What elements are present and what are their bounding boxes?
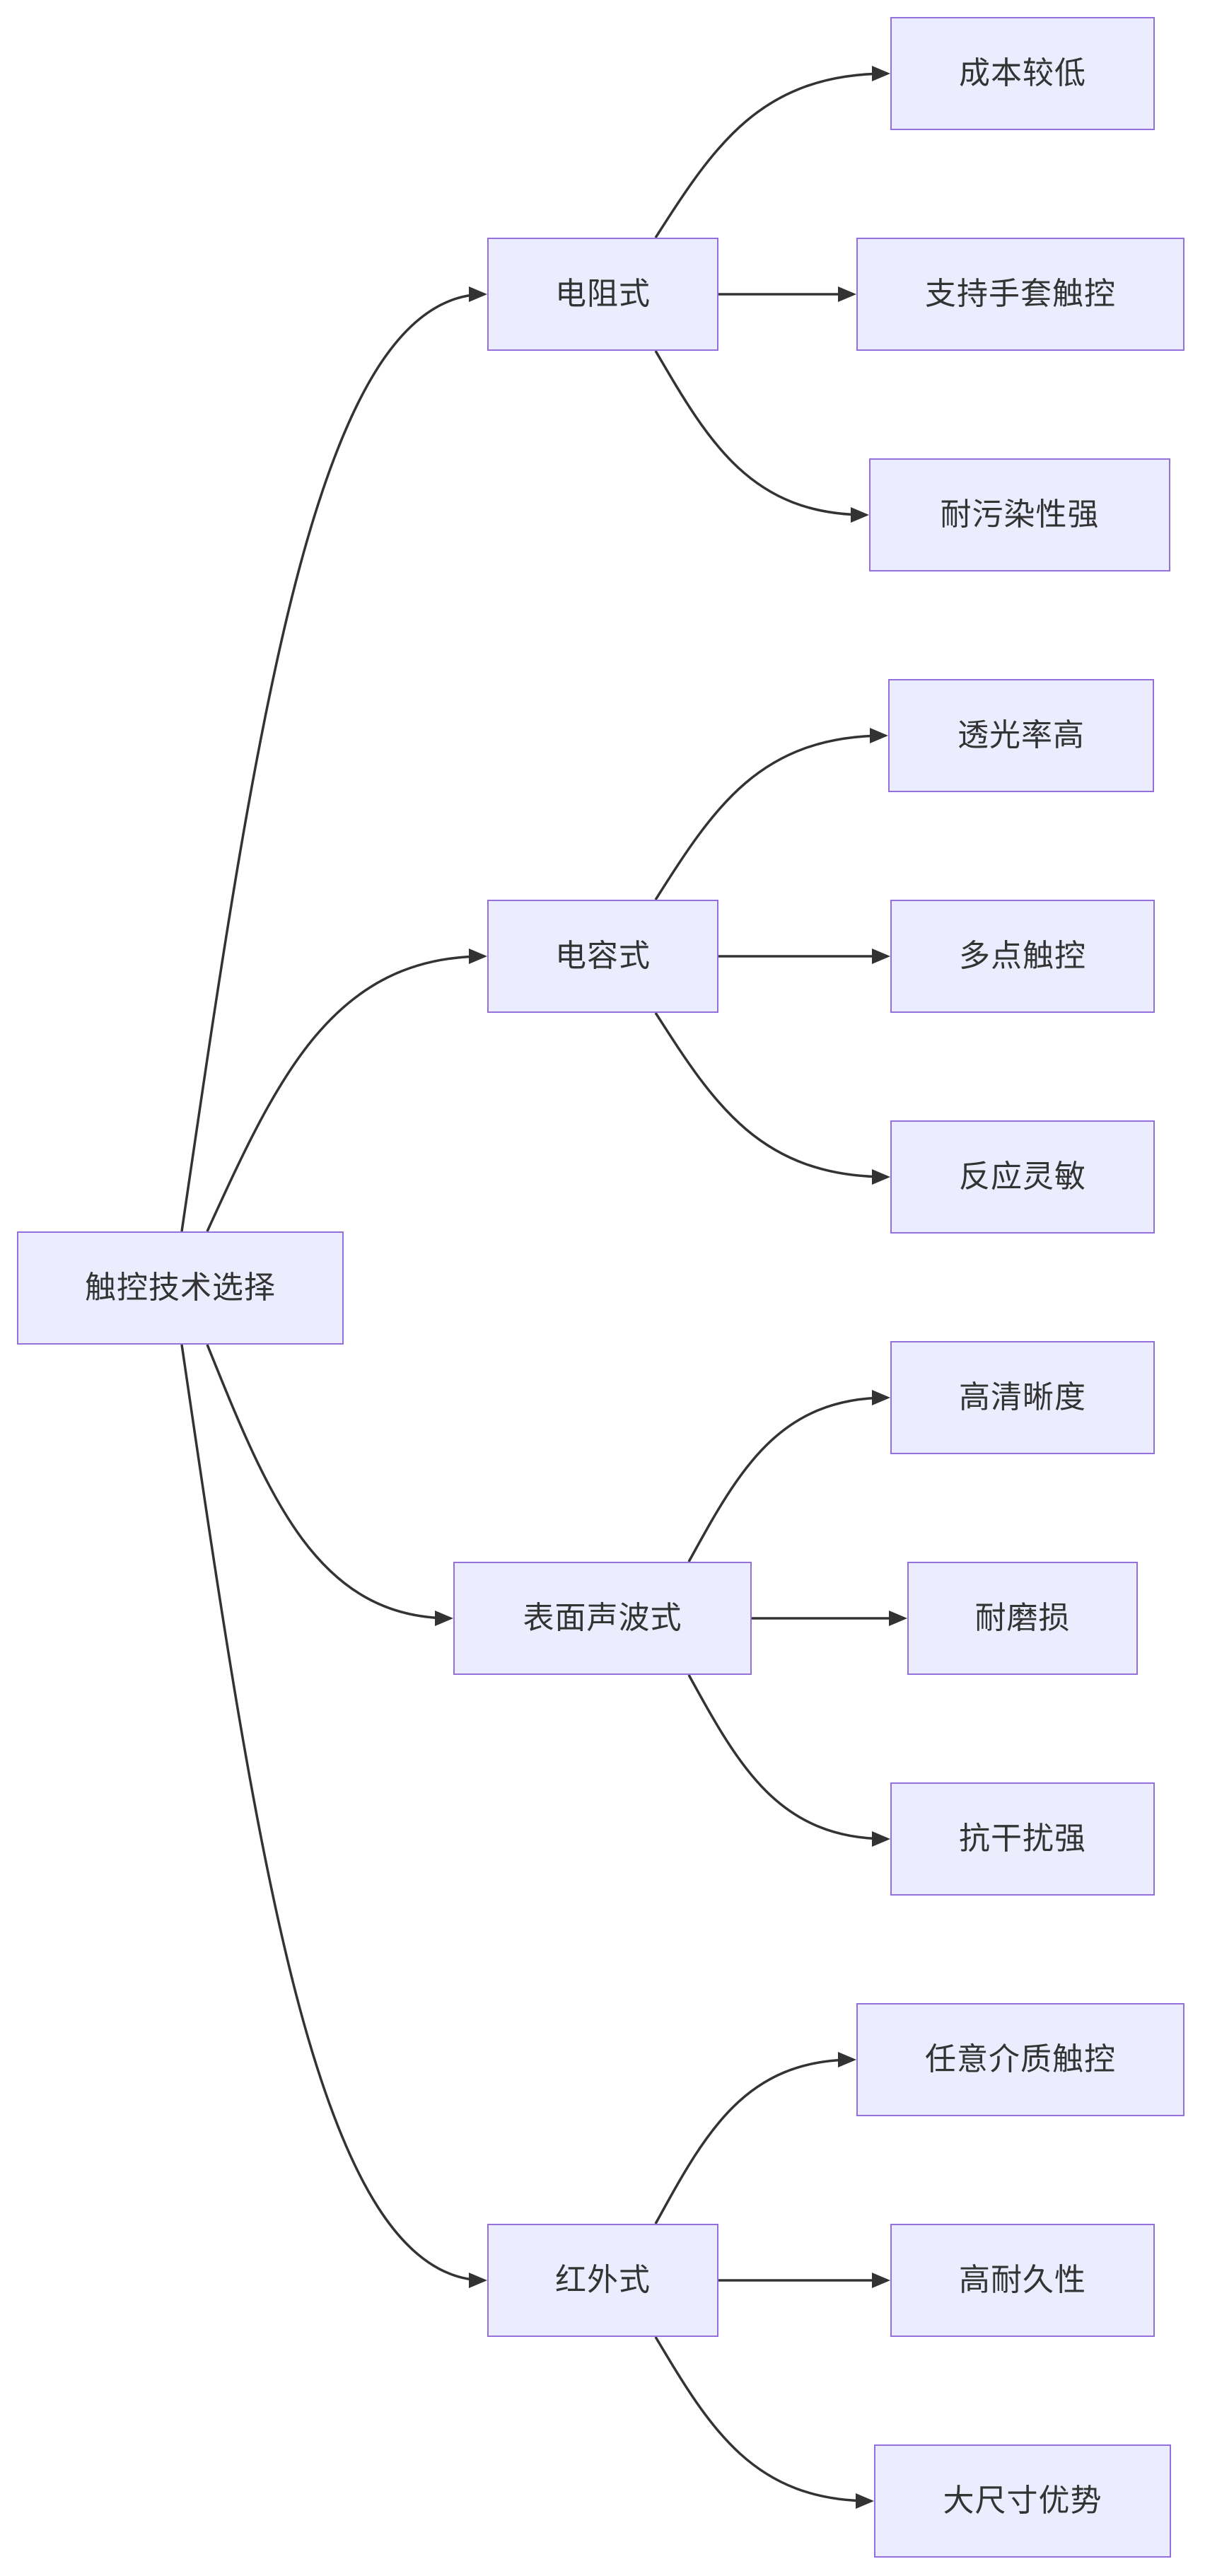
node-glove-touch-label: 支持手套触控 <box>925 276 1116 311</box>
edge-infrared-any_medium_touch <box>654 2052 856 2224</box>
node-infrared-label: 红外式 <box>555 2262 651 2297</box>
edge-saw-anti_interference <box>687 1674 890 1847</box>
edge-root-resistive <box>180 286 487 1232</box>
node-surface-acoustic-wave-label: 表面声波式 <box>523 1600 682 1635</box>
edge-infrared-large_size_advantage <box>654 2336 874 2509</box>
node-wear-resistant: 耐磨损 <box>907 1562 1138 1675</box>
node-high-durability: 高耐久性 <box>890 2224 1155 2337</box>
node-cost-low-label: 成本较低 <box>959 55 1086 91</box>
node-high-transmittance-label: 透光率高 <box>957 717 1085 753</box>
node-fast-response-label: 反应灵敏 <box>959 1159 1086 1194</box>
node-root-label: 触控技术选择 <box>85 1270 276 1305</box>
node-any-medium-touch: 任意介质触控 <box>856 2003 1184 2116</box>
edge-capacitive-high_transmittance <box>654 728 888 900</box>
node-stain-resistant: 耐污染性强 <box>869 458 1170 572</box>
node-fast-response: 反应灵敏 <box>890 1120 1155 1234</box>
edge-capacitive-fast_response <box>654 1012 890 1185</box>
edge-root-capacitive <box>206 948 487 1232</box>
node-multi-touch: 多点触控 <box>890 900 1155 1013</box>
edge-root-infrared <box>180 1344 487 2288</box>
node-root: 触控技术选择 <box>17 1231 344 1345</box>
edge-root-saw <box>206 1344 453 1626</box>
node-high-transmittance: 透光率高 <box>888 679 1154 792</box>
edge-saw-high_clarity <box>687 1390 890 1562</box>
node-anti-interference-label: 抗干扰强 <box>959 1821 1086 1856</box>
node-high-durability-label: 高耐久性 <box>959 2262 1086 2297</box>
node-large-size-advantage: 大尺寸优势 <box>874 2444 1171 2558</box>
edge-resistive-cost_low <box>654 66 890 238</box>
node-any-medium-touch-label: 任意介质触控 <box>925 2041 1116 2077</box>
node-cost-low: 成本较低 <box>890 17 1155 130</box>
node-capacitive-label: 电容式 <box>555 938 651 973</box>
node-infrared: 红外式 <box>487 2224 718 2337</box>
node-surface-acoustic-wave: 表面声波式 <box>453 1562 752 1675</box>
edge-resistive-stain_resistant <box>654 350 869 523</box>
node-high-clarity: 高清晰度 <box>890 1341 1155 1454</box>
node-wear-resistant-label: 耐磨损 <box>974 1600 1071 1635</box>
node-resistive: 电阻式 <box>487 238 718 351</box>
node-high-clarity-label: 高清晰度 <box>959 1379 1086 1415</box>
node-anti-interference: 抗干扰强 <box>890 1782 1155 1896</box>
node-stain-resistant-label: 耐污染性强 <box>940 497 1100 532</box>
node-capacitive: 电容式 <box>487 900 718 1013</box>
node-resistive-label: 电阻式 <box>555 276 651 311</box>
node-large-size-advantage-label: 大尺寸优势 <box>943 2483 1102 2518</box>
node-multi-touch-label: 多点触控 <box>959 938 1086 973</box>
node-glove-touch: 支持手套触控 <box>856 238 1184 351</box>
